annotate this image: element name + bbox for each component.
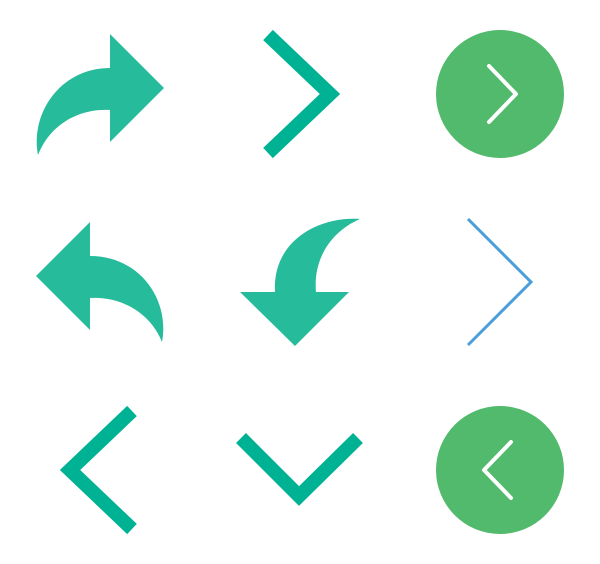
- circle-chevron-left-icon: [436, 406, 564, 534]
- circle-chevron-right-icon: [436, 30, 564, 158]
- chevron-down-icon: [236, 433, 363, 506]
- chevron-left-icon: [59, 405, 137, 535]
- chevron-right-icon: [263, 29, 341, 159]
- redo-arrow-icon: [36, 34, 164, 155]
- thin-chevron-right-icon: [466, 217, 534, 347]
- curved-down-arrow-icon: [240, 218, 360, 346]
- reply-arrow-icon: [36, 222, 164, 342]
